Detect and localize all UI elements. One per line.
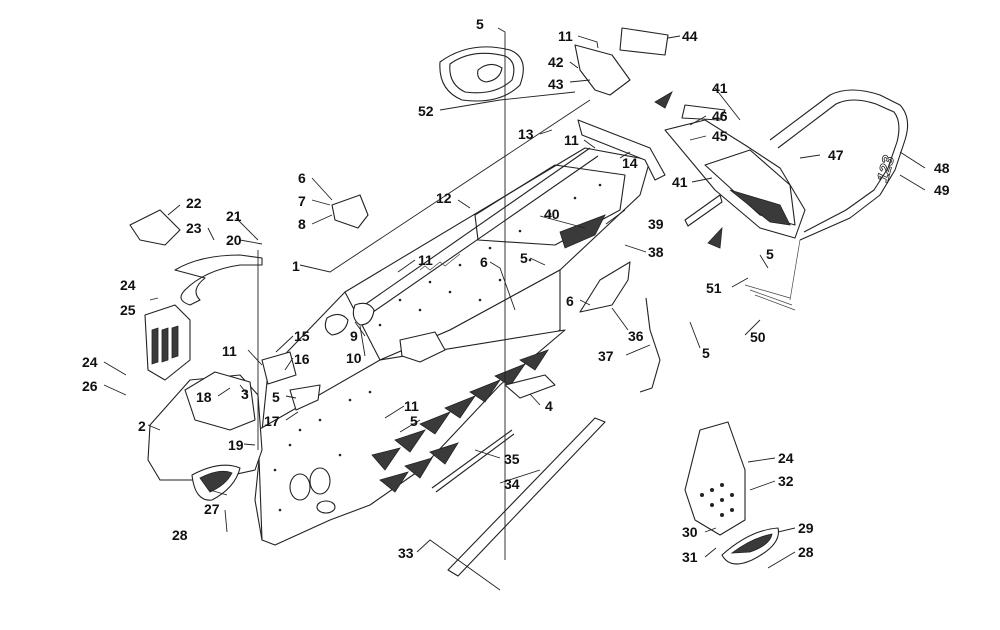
callout-14: 14 [622, 155, 638, 171]
callout-28: 28 [798, 544, 814, 560]
callout-6: 6 [298, 170, 306, 186]
bracket-4 [504, 374, 556, 399]
rod-35 [431, 429, 515, 493]
callout-29: 29 [798, 520, 814, 536]
callout-18: 18 [196, 389, 212, 405]
callout-19: 19 [228, 437, 244, 453]
arrow-2 [707, 226, 723, 249]
callout-52: 52 [418, 103, 434, 119]
seat-latch-bracket [574, 44, 631, 96]
grab-handle [174, 254, 263, 306]
callout-26: 26 [82, 378, 98, 394]
bracket-8 [331, 194, 369, 229]
callout-30: 30 [682, 524, 698, 540]
callout-11: 11 [404, 398, 419, 414]
chain-37 [639, 297, 661, 393]
footrest-assembly [684, 421, 746, 536]
callout-20: 20 [226, 232, 242, 248]
callout-24: 24 [82, 354, 98, 370]
callout-7: 7 [298, 193, 306, 209]
callout-15: 15 [294, 328, 310, 344]
callout-36: 36 [628, 328, 644, 344]
center-bracket [399, 331, 446, 363]
callout-23: 23 [186, 220, 202, 236]
callout-45: 45 [712, 128, 728, 144]
callout-17: 17 [264, 413, 280, 429]
callout-47: 47 [828, 147, 844, 163]
arrow-1 [654, 91, 673, 109]
callout-5: 5 [702, 345, 710, 361]
callout-40: 40 [544, 206, 560, 222]
callout-25: 25 [120, 302, 136, 318]
plate-9 [324, 313, 349, 336]
callout-35: 35 [504, 451, 520, 467]
callout-24: 24 [778, 450, 794, 466]
callout-11: 11 [222, 343, 237, 359]
seat-pad [439, 46, 524, 102]
module-16 [261, 351, 297, 385]
callout-6: 6 [480, 254, 488, 270]
callout-41: 41 [672, 174, 688, 190]
callout-37: 37 [598, 348, 614, 364]
tube-34 [447, 417, 606, 577]
callout-16: 16 [294, 351, 310, 367]
latch-plate [619, 27, 669, 56]
callout-42: 42 [548, 54, 564, 70]
cover-22 [129, 209, 181, 246]
callout-13: 13 [518, 126, 534, 142]
callout-38: 38 [648, 244, 664, 260]
leader-lines [103, 27, 926, 591]
callout-8: 8 [298, 216, 306, 232]
bracket-17 [289, 384, 321, 411]
callout-10: 10 [346, 350, 362, 366]
callout-5: 5 [476, 16, 484, 32]
rivet-holes [273, 183, 602, 512]
callout-48: 48 [934, 160, 950, 176]
callout-21: 21 [226, 208, 242, 224]
callout-51: 51 [706, 280, 722, 296]
callout-39: 39 [648, 216, 664, 232]
callout-28: 28 [172, 527, 188, 543]
tunnel-cutouts [371, 214, 606, 493]
callout-33: 33 [398, 545, 414, 561]
rail-40 [684, 194, 723, 227]
plate-10 [352, 302, 375, 326]
decal-text: 123 [875, 154, 898, 184]
tail-light-housing [664, 104, 806, 239]
callout-50: 50 [750, 329, 766, 345]
callout-27: 27 [204, 501, 220, 517]
callout-5: 5 [766, 246, 774, 262]
callout-43: 43 [548, 76, 564, 92]
callout-9: 9 [350, 328, 358, 344]
front-bracket-18 [184, 371, 256, 431]
callout-11: 11 [558, 28, 573, 44]
callout-5: 5 [520, 250, 528, 266]
callout-5: 5 [272, 389, 280, 405]
callout-22: 22 [186, 195, 202, 211]
callout-5: 5 [410, 413, 418, 429]
callout-12: 12 [436, 190, 452, 206]
callout-44: 44 [682, 28, 698, 44]
callout-11: 11 [564, 132, 579, 148]
hardware-stack [744, 284, 796, 311]
callout-2: 2 [138, 418, 146, 434]
bracket-36 [579, 261, 631, 313]
callout-34: 34 [504, 476, 520, 492]
callout-31: 31 [682, 549, 698, 565]
callout-41: 41 [712, 80, 728, 96]
callout-32: 32 [778, 473, 794, 489]
tunnel-assembly [254, 147, 651, 546]
callout-46: 46 [712, 108, 728, 124]
callout-6: 6 [566, 293, 574, 309]
rear-bracket [577, 119, 666, 181]
callout-4: 4 [545, 398, 553, 414]
callout-1: 1 [292, 258, 300, 274]
callout-24: 24 [120, 277, 136, 293]
callout-11: 11 [418, 252, 433, 268]
rear-bumper [769, 89, 909, 301]
callout-3: 3 [241, 386, 249, 402]
callout-49: 49 [934, 182, 950, 198]
